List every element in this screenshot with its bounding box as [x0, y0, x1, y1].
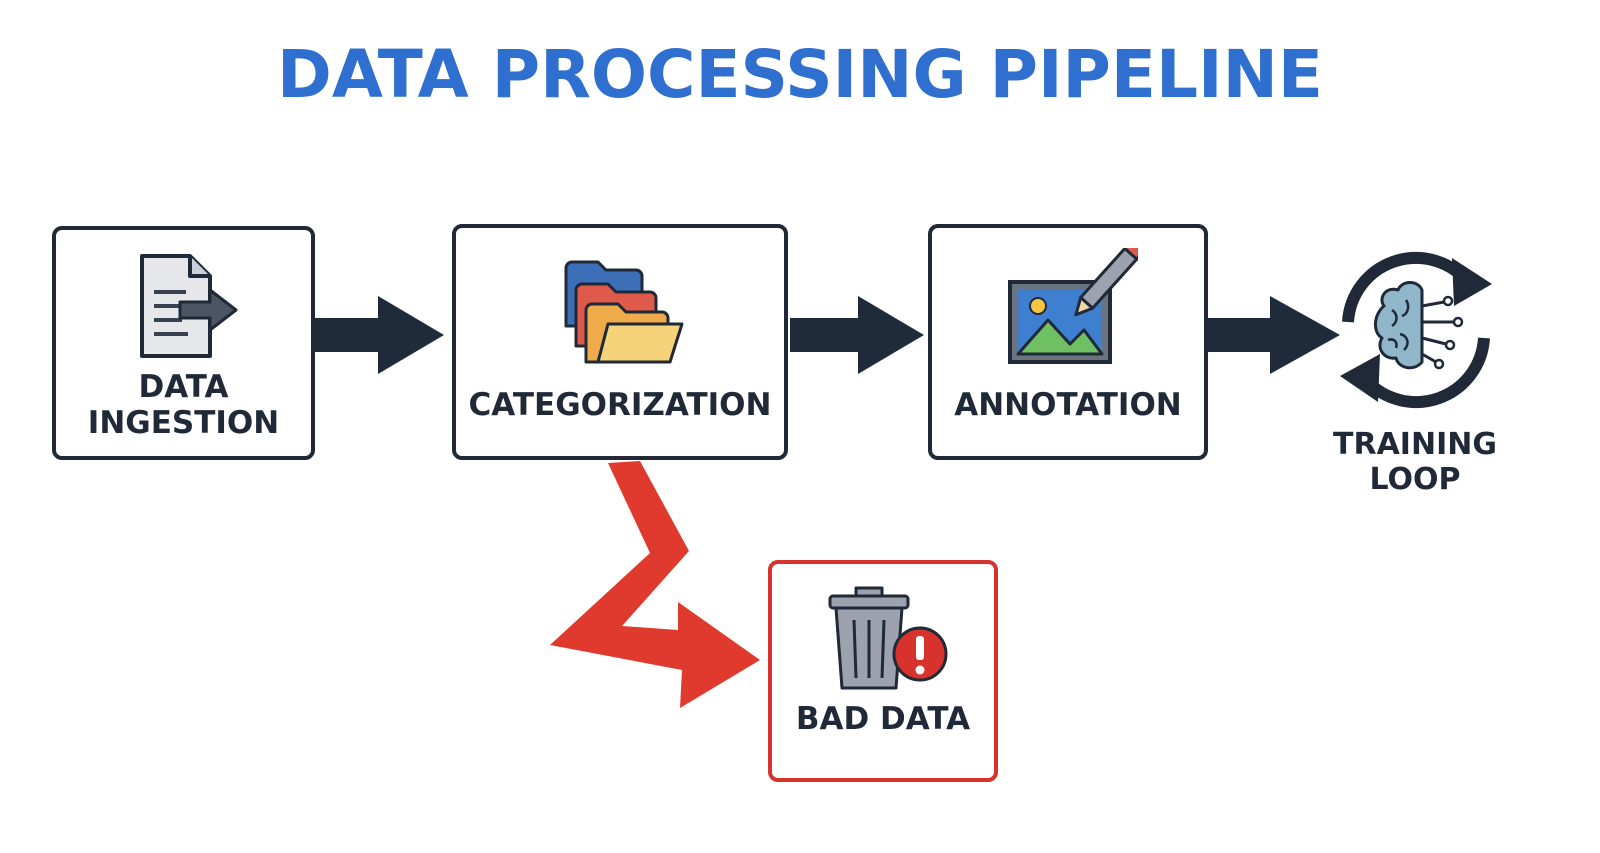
node-data-ingestion: DATA INGESTION — [52, 226, 315, 460]
node-label-annotation: ANNOTATION — [954, 387, 1182, 423]
arrow-annotation-to-training — [1204, 296, 1340, 374]
diagram-title: DATA PROCESSING PIPELINE — [277, 36, 1323, 113]
node-label-categorization: CATEGORIZATION — [468, 387, 772, 423]
node-categorization: CATEGORIZATION — [452, 224, 788, 460]
arrow-ingestion-to-categorization — [312, 296, 444, 374]
arrow-categorization-to-annotation — [790, 296, 924, 374]
node-label-data-ingestion: DATA INGESTION — [87, 369, 280, 441]
folders-icon — [564, 260, 684, 364]
arrow-categorization-to-bad-data — [550, 461, 760, 708]
trash-warning-icon — [828, 586, 948, 690]
brain-cycle-icon — [1340, 252, 1492, 408]
node-label-bad-data: BAD DATA — [795, 701, 971, 737]
image-edit-icon — [1008, 248, 1138, 364]
node-bad-data: BAD DATA — [768, 560, 998, 782]
document-import-icon — [140, 254, 238, 358]
node-annotation: ANNOTATION — [928, 224, 1208, 460]
node-label-training-loop: TRAINING LOOP — [1333, 427, 1497, 497]
